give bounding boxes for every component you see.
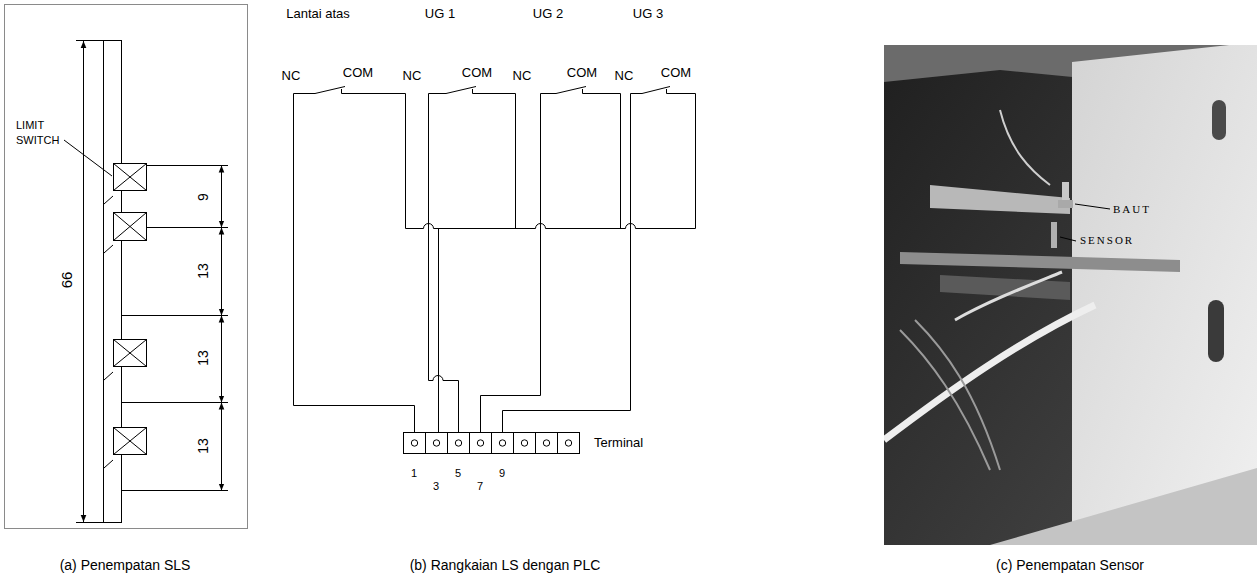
floor-label: UG 1 xyxy=(425,6,455,22)
dimension-value: 9 xyxy=(195,193,212,201)
figure-caption: (b) Rangkaian LS dengan PLC xyxy=(410,557,601,574)
part-label: LIMIT SWITCH xyxy=(16,118,66,149)
wiring-schematic xyxy=(294,87,696,454)
terminal-number: 1 xyxy=(411,467,417,480)
pin-name: NC xyxy=(403,68,422,84)
dimension-value: 13 xyxy=(195,438,212,454)
pin-name: NC xyxy=(282,68,301,84)
photo-label: SENSOR xyxy=(1080,234,1134,247)
terminal-number: 9 xyxy=(499,467,505,480)
figure-caption: (c) Penempatan Sensor xyxy=(996,557,1144,574)
floor-label: UG 2 xyxy=(533,6,563,22)
floor-label: Lantai atas xyxy=(286,6,350,22)
dimension-value: 66 xyxy=(58,272,76,289)
terminal-number: 7 xyxy=(477,480,483,493)
switch-placement-drawing xyxy=(5,5,248,529)
pin-name: COM xyxy=(567,65,597,81)
terminal-number: 3 xyxy=(433,480,439,493)
sensor-photo xyxy=(884,45,1257,545)
pin-name: COM xyxy=(343,65,373,81)
pin-name: COM xyxy=(462,65,492,81)
dimension-value: 13 xyxy=(195,263,212,279)
terminal-number: 5 xyxy=(455,467,461,480)
pin-name: NC xyxy=(615,68,634,84)
terminal-label: Terminal xyxy=(594,435,643,451)
dimension-value: 13 xyxy=(195,350,212,366)
floor-label: UG 3 xyxy=(633,6,663,22)
figure-caption: (a) Penempatan SLS xyxy=(60,557,191,574)
photo-label: BAUT xyxy=(1113,203,1151,216)
pin-name: NC xyxy=(513,68,532,84)
pin-name: COM xyxy=(661,65,691,81)
